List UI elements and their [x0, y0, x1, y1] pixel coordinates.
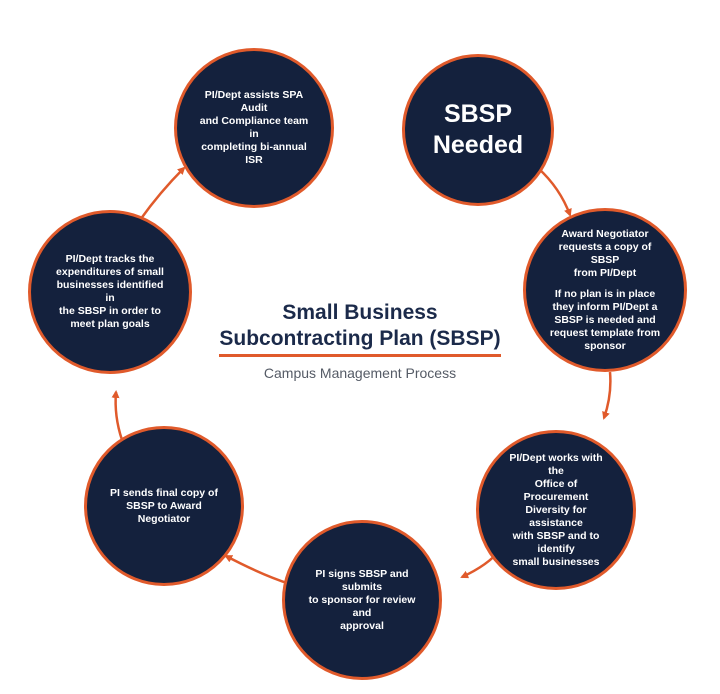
step-5-pi-sends-final-copy: PI sends final copy of SBSP to Award Neg…	[84, 426, 244, 586]
step-3-text: PI/Dept works with the Office of Procure…	[509, 451, 603, 568]
step-1-text: SBSP Needed	[432, 100, 524, 159]
step-7-pi-assists-spa-audit: PI/Dept assists SPA Audit and Compliance…	[174, 48, 334, 208]
arrow-5-to-6	[111, 390, 124, 441]
arrow-6-to-7	[138, 166, 186, 221]
step-4-text: PI signs SBSP and submits to sponsor for…	[308, 567, 416, 632]
step-2-award-negotiator-requests: Award Negotiator requests a copy of SBSP…	[523, 208, 687, 372]
diagram-title-line1: Small Business	[282, 301, 438, 324]
step-4-pi-signs-sbsp: PI signs SBSP and submits to sponsor for…	[282, 520, 442, 680]
arrow-1-to-2	[537, 167, 572, 217]
step-6-text: PI/Dept tracks the expenditures of small…	[56, 253, 164, 330]
step-2-text-detail: If no plan is in place they inform PI/De…	[549, 287, 661, 352]
step-2-text: Award Negotiator requests a copy of SBSP…	[558, 227, 652, 279]
step-5-text: PI sends final copy of SBSP to Award Neg…	[110, 486, 218, 525]
diagram-title-line2: Subcontracting Plan (SBSP)	[219, 326, 501, 357]
step-1-sbsp-needed: SBSP Needed	[402, 54, 554, 206]
step-7-text: PI/Dept assists SPA Audit and Compliance…	[199, 89, 309, 166]
arrow-2-to-3	[602, 371, 612, 420]
arrow-4-to-5	[224, 554, 291, 586]
step-6-pi-tracks-expenditures: PI/Dept tracks the expenditures of small…	[28, 210, 192, 374]
diagram-subtitle: Campus Management Process	[263, 365, 457, 381]
diagram-title: Small Business Subcontracting Plan (SBSP…	[0, 300, 720, 357]
step-3-procurement-diversity: PI/Dept works with the Office of Procure…	[476, 430, 636, 590]
